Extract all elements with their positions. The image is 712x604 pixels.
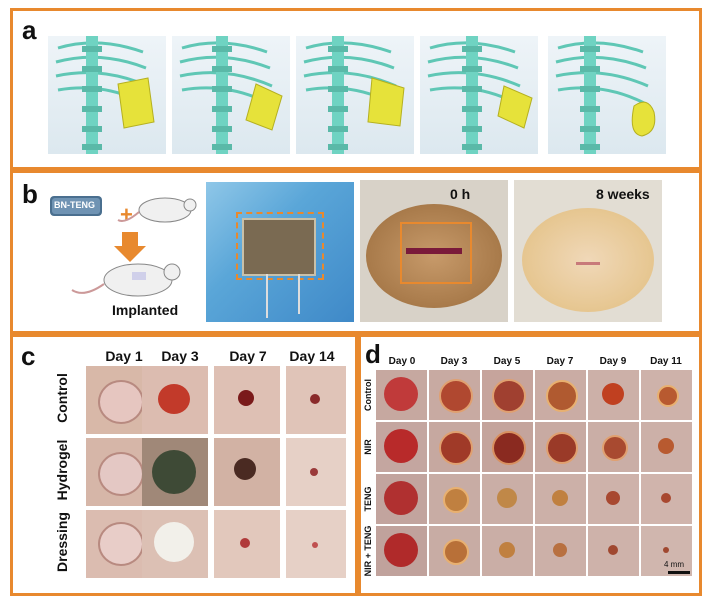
d-day-label-3: Day 3 — [440, 356, 468, 367]
spine-implant-illustration — [303, 36, 405, 154]
d-photo-nir-day0 — [376, 422, 427, 472]
spine-implant-illustration — [179, 36, 283, 154]
implant-schematic: + — [50, 196, 197, 297]
d-photo-control-day5 — [482, 370, 533, 420]
implanted-label: Implanted — [112, 302, 179, 318]
c-photo-control-day14 — [286, 366, 346, 434]
d-day-label-11: Day 11 — [650, 356, 682, 367]
d-photo-teng-day5 — [482, 474, 533, 524]
d-photo-nir-day5 — [482, 422, 533, 472]
d-photo-nir-day11 — [641, 422, 692, 472]
panel-a-label: a — [22, 15, 37, 45]
c-photo-control-day3 — [142, 366, 208, 434]
c-photo-control-day7 — [214, 366, 280, 434]
time-8weeks-label: 8 weeks — [596, 186, 650, 202]
panel-c: c — [10, 334, 358, 596]
spine-implant-illustration — [427, 36, 533, 154]
d-day-label-5: Day 5 — [493, 356, 521, 367]
d-photo-nir-teng-day7 — [535, 526, 586, 576]
c-day-label-2: Day 3 — [161, 348, 199, 364]
d-photo-nir-teng-day0 — [376, 526, 427, 576]
panel-b-label: b — [22, 179, 38, 209]
arrow-down-icon — [114, 232, 146, 262]
skin-0h-photo — [360, 180, 508, 322]
d-photo-nir-teng-day3 — [429, 526, 480, 576]
c-day-label-3: Day 7 — [229, 348, 267, 364]
d-photo-control-day3 — [429, 370, 480, 420]
d-row-label-control: Control — [363, 379, 373, 411]
device-photo — [206, 182, 354, 322]
c-photo-dressing-day3 — [142, 510, 208, 578]
c-photo-hydrogel-day1 — [86, 438, 152, 506]
d-photo-control-day7 — [535, 370, 586, 420]
spine-implant-illustration — [555, 36, 656, 154]
d-row-label-nir-teng: NIR + TENG — [363, 525, 373, 577]
d-day-label-9: Day 9 — [599, 356, 627, 367]
c-row-label-dressing: Dressing — [54, 512, 70, 572]
d-photo-teng-day0 — [376, 474, 427, 524]
time-0h-label: 0 h — [450, 186, 471, 202]
d-photo-nir-teng-day11 — [641, 526, 692, 576]
scale-bar — [668, 571, 690, 574]
c-photo-hydrogel-day14 — [286, 438, 346, 506]
c-photo-control-day1 — [86, 366, 152, 434]
panel-b: b — [10, 170, 702, 334]
ct-render-1 — [48, 36, 166, 154]
d-photo-nir-day9 — [588, 422, 639, 472]
ct-render-4 — [420, 36, 538, 154]
ct-render-5 — [548, 36, 666, 154]
scale-bar-label: 4 mm — [664, 560, 684, 569]
panel-a: a — [10, 8, 702, 170]
c-photo-hydrogel-day7 — [214, 438, 280, 506]
d-photo-nir-day7 — [535, 422, 586, 472]
c-photo-dressing-day1 — [86, 510, 152, 578]
d-photo-nir-day3 — [429, 422, 480, 472]
d-photo-nir-teng-day5 — [482, 526, 533, 576]
d-photo-teng-day9 — [588, 474, 639, 524]
c-photo-dressing-day14 — [286, 510, 346, 578]
rat-icon — [117, 197, 197, 223]
panel-d: d — [358, 334, 702, 596]
c-row-label-control: Control — [54, 373, 70, 423]
spine-implant-illustration — [55, 36, 155, 154]
d-photo-control-day11 — [641, 370, 692, 420]
implanted-rat-icon — [71, 263, 181, 297]
teng-device-label: BN-TENG — [54, 200, 95, 210]
skin-8weeks-photo — [514, 180, 662, 322]
d-photo-teng-day11 — [641, 474, 692, 524]
d-photo-control-day9 — [588, 370, 639, 420]
d-photo-teng-day7 — [535, 474, 586, 524]
ct-render-3 — [296, 36, 414, 154]
d-photo-control-day0 — [376, 370, 427, 420]
c-photo-dressing-day7 — [214, 510, 280, 578]
d-row-label-nir: NIR — [363, 439, 373, 455]
d-photo-nir-teng-day9 — [588, 526, 639, 576]
svg-text:+: + — [120, 202, 133, 227]
c-day-label-4: Day 14 — [289, 348, 335, 364]
panel-c-label: c — [21, 341, 36, 371]
d-day-label-7: Day 7 — [546, 356, 574, 367]
c-day-label-1: Day 1 — [105, 348, 143, 364]
c-row-label-hydrogel: Hydrogel — [54, 439, 70, 501]
ct-render-2 — [172, 36, 290, 154]
panel-d-label: d — [365, 339, 381, 369]
d-photo-teng-day3 — [429, 474, 480, 524]
c-photo-hydrogel-day3 — [142, 438, 208, 506]
d-day-label-0: Day 0 — [388, 356, 416, 367]
